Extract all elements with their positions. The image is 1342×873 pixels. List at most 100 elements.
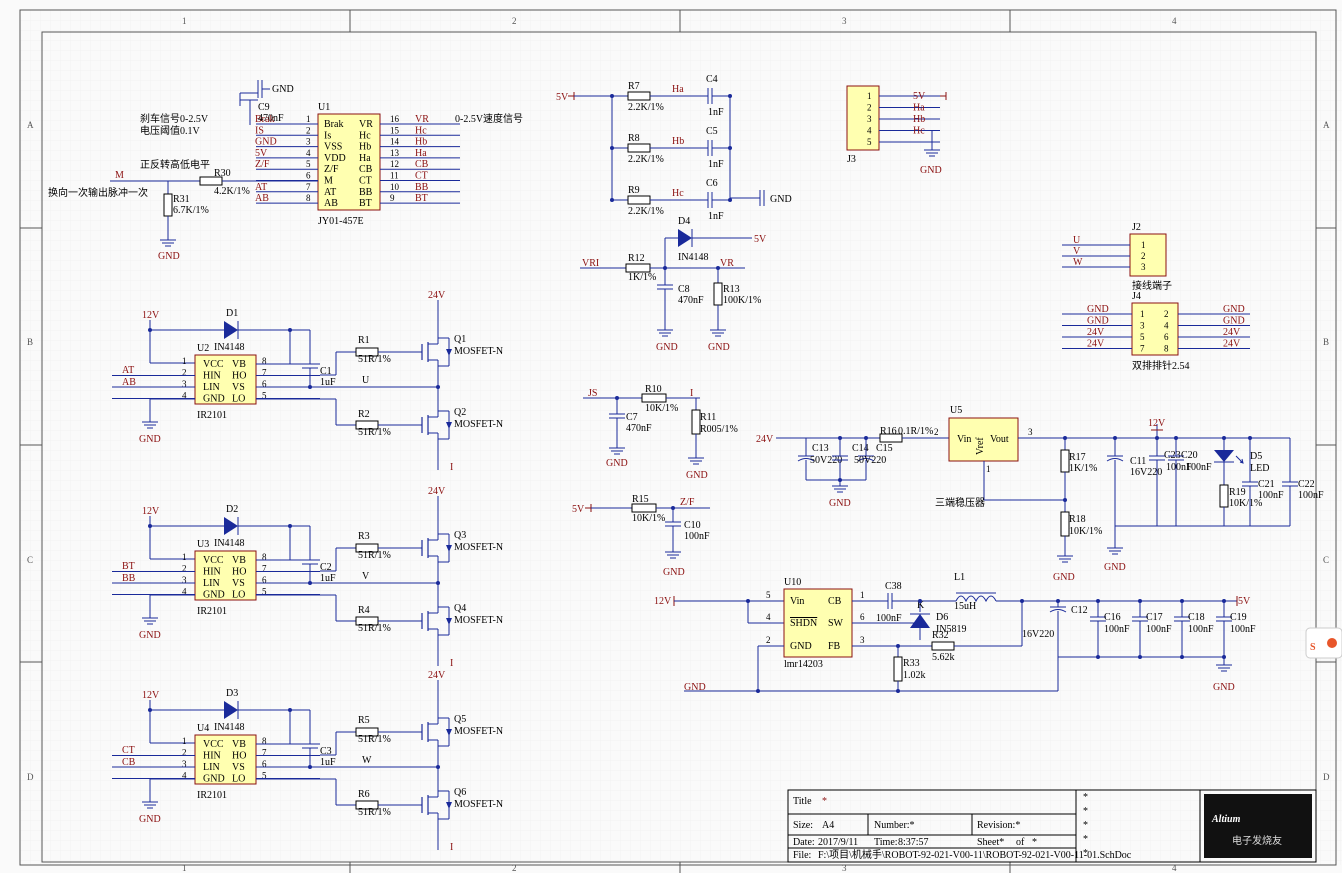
u1-pin-cb: CB (359, 164, 373, 175)
driver-diode-ref-1: D2 (226, 504, 238, 515)
driver-rl-ref-2: R6 (358, 789, 370, 800)
driver-rh-val-0: 51R/1% (358, 354, 391, 365)
vr-filter-block[interactable]: D4 5V IN4148 VRI R12 1K/1% VR C8 470nF G… (580, 216, 767, 353)
r11-value: R005/1% (700, 424, 738, 435)
u1-pin-num-12: 12 (390, 159, 399, 169)
j4-net-right-0: GND (1223, 304, 1245, 315)
u1-net-right-3: Ha (415, 148, 427, 159)
driver-diode-ref-2: D3 (226, 688, 238, 699)
c22-value: 100nF (1298, 490, 1324, 501)
j4-pin-left-1: 3 (1140, 321, 1145, 331)
driver-pin-left-2-1: HIN (203, 751, 221, 762)
c12-ref: C12 (1071, 605, 1088, 616)
u1-pin-vss: VSS (324, 142, 342, 153)
reg-12v: 12V (1148, 418, 1166, 429)
j4-net-right-3: 24V (1223, 339, 1241, 350)
tb-file-label: File: (793, 850, 811, 861)
c8-value: 470nF (678, 295, 704, 306)
c7-ref: C7 (626, 412, 638, 423)
c12-value: 16V220 (1022, 629, 1054, 640)
hall-filter-block[interactable]: 5V R72.2K/1%HaC41nFR82.2K/1%HbC51nFR92.2… (556, 74, 792, 222)
zone-col-1-bottom: 1 (182, 863, 187, 873)
driver-pin-num-right-0-2: 6 (262, 379, 267, 389)
r33-value: 1.02k (903, 670, 926, 681)
driver-pin-right-1-0: VB (232, 555, 246, 566)
altium-logo (1204, 794, 1312, 858)
j3-net-3: Hc (913, 126, 925, 137)
zone-col-2: 2 (512, 16, 517, 26)
r33-ref: R33 (903, 658, 920, 669)
sogou-ime-icon[interactable]: S (1305, 627, 1342, 659)
j4-net-left-1: GND (1087, 316, 1109, 327)
driver-part-1: IR2101 (197, 606, 227, 617)
driver-cap-ref-0: C1 (320, 366, 332, 377)
driver-rh-ref-1: R3 (358, 531, 370, 542)
u1-pin-ha: Ha (359, 153, 371, 164)
u1-pin-num-15: 15 (390, 125, 400, 135)
buck-converter-block[interactable]: 12V U10 lmr14203 Vin CB SHDN SW GND FB 5… (654, 572, 1256, 693)
d5-part: LED (1250, 463, 1269, 474)
regulator-block[interactable]: 24V R16 0.1R/1% U5 Vin Vout Vref 2 3 1 三… (756, 405, 1324, 583)
u1-pin-num-13: 13 (390, 148, 400, 158)
j3-net-2: Hb (913, 114, 925, 125)
u5-pin3: 3 (1028, 427, 1033, 437)
driver-in2-2: CB (122, 757, 136, 768)
j2-label: 接线端子 (1132, 279, 1172, 292)
u10-vin: Vin (790, 596, 804, 607)
j2-body[interactable] (1129, 233, 1167, 277)
driver-12v-0: 12V (142, 310, 160, 321)
driver-ref-0: U2 (197, 343, 209, 354)
buck-gnd-net: GND (684, 682, 706, 693)
driver-in1-0: AT (122, 365, 134, 376)
l1-value: 15uH (954, 601, 976, 612)
j4-body[interactable] (1131, 302, 1179, 356)
tb-star-5: * (1083, 848, 1088, 859)
driver-in2-0: AB (122, 377, 136, 388)
r18-value: 10K/1% (1069, 526, 1102, 537)
c20-value: 100nF (1166, 462, 1192, 473)
zf-filter-block[interactable]: 5V R15 10K/1% Z/F C10 100nF GND (572, 494, 710, 578)
u10-sw: SW (828, 618, 844, 629)
zone-row-a-right: A (1323, 120, 1330, 130)
tb-file-value: F:\项目\机械手\ROBOT-92-021-V00-11\ROBOT-92-0… (818, 848, 1132, 861)
u10-pin2: 2 (766, 635, 771, 645)
u1-pin-num-7: 7 (306, 182, 311, 192)
r10-ref: R10 (645, 384, 662, 395)
u1-pin-num-5: 5 (306, 159, 311, 169)
driver-isense-0: I (450, 462, 453, 473)
u10-body[interactable] (783, 588, 853, 658)
u5-ref: U5 (950, 405, 962, 416)
r13-ref: R13 (723, 284, 740, 295)
c9-capacitor[interactable]: GND C9 470nF (239, 80, 294, 125)
note-brake: 刹车信号0-2.5V (140, 112, 209, 125)
j2-net-0: U (1073, 235, 1081, 246)
driver-q-part-2-0: MOSFET-N (454, 726, 503, 737)
current-sense-block[interactable]: JS R10 10K/1% I C7 470nF GND R11 R005/1%… (583, 384, 738, 481)
u1-pin-num-14: 14 (390, 137, 400, 147)
u1-body[interactable] (317, 113, 381, 211)
j4-net-left-2: 24V (1087, 327, 1105, 338)
u1-net-left-0: Brak (255, 114, 274, 125)
r17-ref: R17 (1069, 452, 1086, 463)
r30-ref: R30 (214, 168, 231, 179)
j3-pin-4: 4 (867, 126, 872, 136)
r30-r31-network[interactable]: M R30 4.2K/1% R31 6.7K/1% GND (110, 168, 318, 262)
j3-body[interactable] (846, 85, 880, 151)
u1-pin-bb: BB (359, 187, 373, 198)
u5-body[interactable] (948, 417, 1019, 462)
zone-row-c: C (27, 555, 33, 565)
c38-ref: C38 (885, 581, 902, 592)
u10-fb: FB (828, 641, 841, 652)
j4-net-right-1: GND (1223, 316, 1245, 327)
zone-row-b-right: B (1323, 337, 1329, 347)
